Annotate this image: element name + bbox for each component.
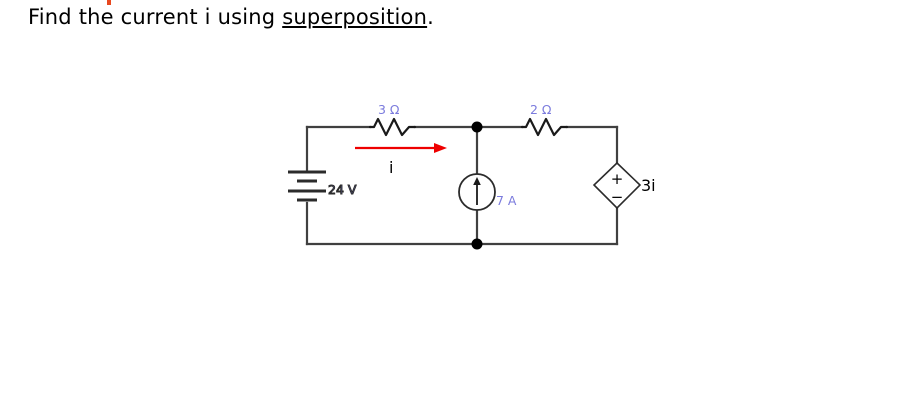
node-dot-bottom: [471, 238, 483, 250]
resistor-2-ohm-zigzag: [520, 117, 569, 137]
dependent-source-minus-sign: −: [611, 188, 624, 206]
voltage-source-label: 24 V: [328, 182, 357, 197]
page-title-suffix: .: [427, 5, 434, 29]
node-dot-top: [471, 121, 483, 133]
current-source-arrow-head: [473, 177, 481, 185]
resistor-2-ohm: 2 Ω: [520, 102, 569, 137]
current-i-arrow-head: [434, 143, 447, 153]
dependent-source-diamond: [592, 161, 642, 210]
resistor-3-ohm-zigzag: [368, 117, 417, 137]
resistor-2-ohm-label: 2 Ω: [530, 102, 552, 117]
current-source-label: 7 A: [496, 193, 517, 208]
resistor-3-ohm: 3 Ω: [368, 102, 417, 137]
current-i-arrow: i: [355, 143, 447, 177]
dependent-source-plus-sign: +: [611, 170, 624, 188]
page-title-text: Find the current i using superposition.: [28, 5, 434, 29]
page-title: Find the current i using superposition.: [28, 3, 728, 37]
dependent-voltage-source: + − 3i: [592, 161, 656, 210]
independent-current-source: 7 A: [458, 173, 517, 211]
page-title-underlined-term: superposition: [282, 5, 428, 29]
resistor-3-ohm-label: 3 Ω: [378, 102, 400, 117]
stray-orange-mark: [107, 0, 111, 5]
current-i-label: i: [389, 158, 393, 177]
dependent-source-label: 3i: [641, 176, 656, 195]
independent-voltage-source: 24 V: [288, 170, 357, 202]
page-title-prefix: Find the current i using: [28, 5, 283, 29]
